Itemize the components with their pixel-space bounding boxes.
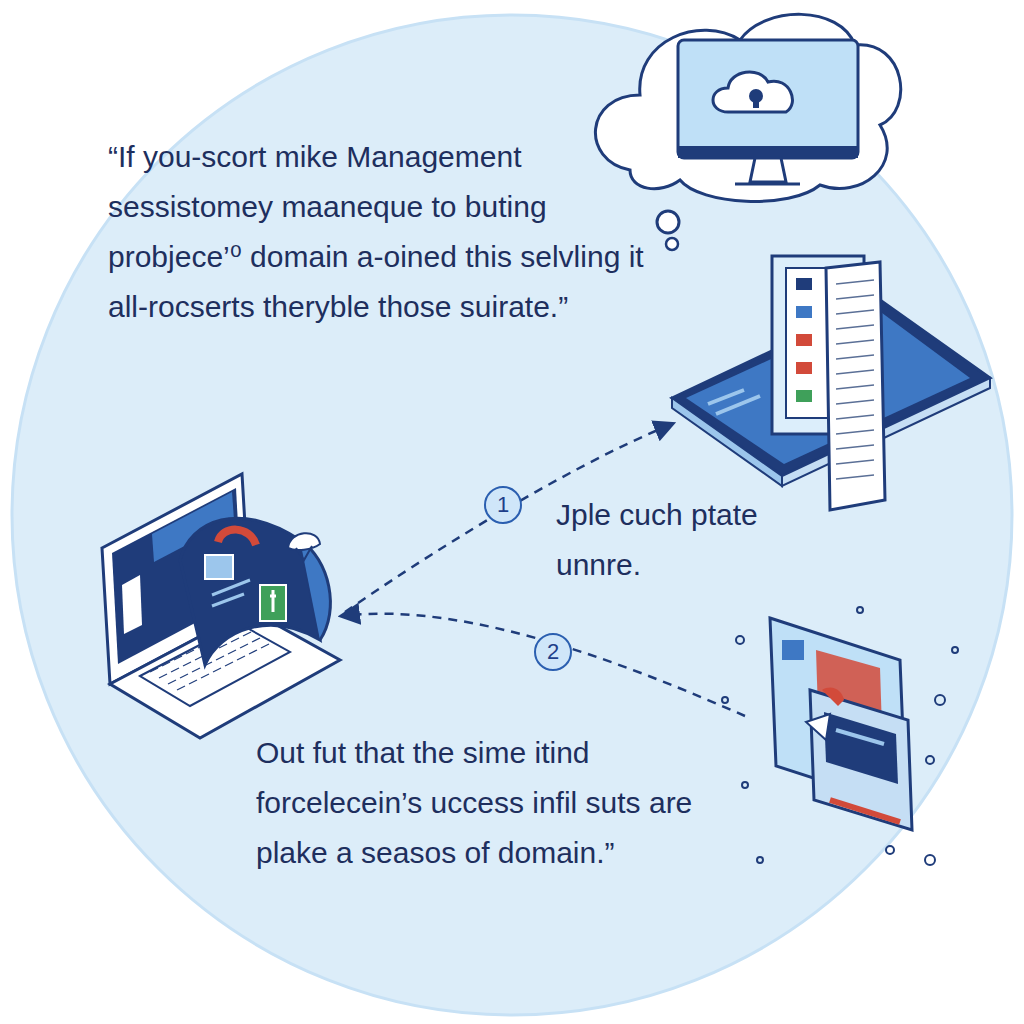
laptop — [102, 474, 340, 738]
leader-arrow — [342, 614, 745, 716]
document-tablet — [672, 256, 990, 510]
cloud-monitor — [595, 14, 900, 250]
callout-number: 1 — [484, 486, 522, 524]
quote-text: Out fut that the sime itind forcelecein’… — [256, 728, 726, 878]
callout-number: 2 — [534, 633, 572, 671]
note-text: Jple cuch ptate unnre. — [552, 490, 770, 590]
background-circle — [12, 15, 1012, 1015]
cards — [722, 607, 958, 865]
quote-text: “If you-scort mike Management sessistome… — [108, 132, 668, 332]
